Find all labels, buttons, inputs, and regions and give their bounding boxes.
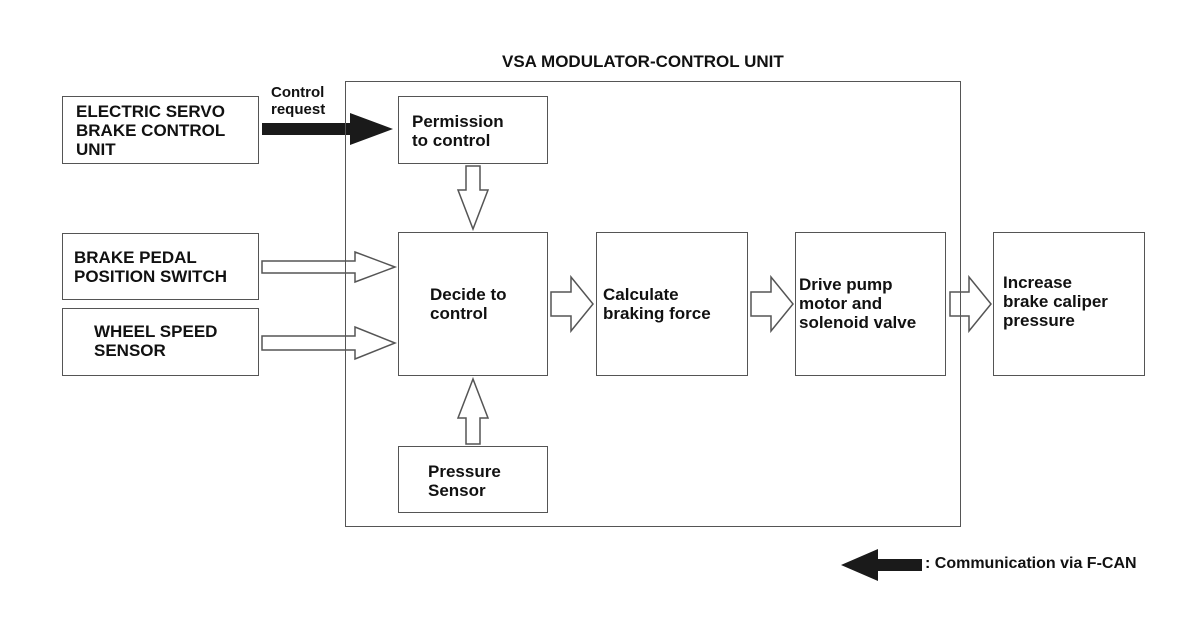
vsa-unit-title: VSA MODULATOR-CONTROL UNIT	[502, 52, 784, 71]
fcan-control-request-arrow	[262, 113, 393, 145]
drive-to-increase-arrow	[949, 274, 992, 334]
permission-to-decide-arrow	[456, 165, 490, 232]
calculate-to-drive-arrow	[750, 274, 794, 334]
drive-pump-motor-solenoid-valve-label: Drive pump motor and solenoid valve	[799, 275, 917, 332]
decide-to-control-box	[398, 232, 548, 376]
pressure-sensor-to-decide-arrow	[456, 376, 490, 445]
increase-brake-caliper-pressure-box	[993, 232, 1145, 376]
decide-to-calculate-arrow	[550, 274, 594, 334]
pressure-sensor-box	[398, 446, 548, 513]
calculate-braking-force-box	[596, 232, 748, 376]
wheel-speed-input-arrow	[261, 325, 398, 361]
calculate-braking-force-label: Calculate braking force	[603, 285, 711, 323]
wheel-speed-sensor-box	[62, 308, 259, 376]
vsa-modulator-control-unit-frame	[345, 81, 961, 527]
electric-servo-brake-control-unit-box	[62, 96, 259, 164]
permission-to-control-label: Permission to control	[412, 112, 504, 150]
decide-to-control-label: Decide to control	[430, 285, 507, 323]
legend-fcan-arrow	[841, 549, 922, 581]
brake-pedal-position-switch-box	[62, 233, 259, 300]
brake-pedal-position-switch-label: BRAKE PEDAL POSITION SWITCH	[74, 248, 227, 286]
legend-fcan-text: : Communication via F-CAN	[925, 555, 1137, 572]
electric-servo-brake-control-unit-label: ELECTRIC SERVO BRAKE CONTROL UNIT	[76, 102, 226, 159]
drive-pump-motor-solenoid-valve-box	[795, 232, 946, 376]
wheel-speed-sensor-label: WHEEL SPEED SENSOR	[94, 322, 218, 360]
control-request-label: Control request	[271, 84, 326, 118]
permission-to-control-box	[398, 96, 548, 164]
increase-brake-caliper-pressure-label: Increase brake caliper pressure	[1003, 273, 1108, 330]
brake-pedal-input-arrow	[261, 250, 398, 284]
pressure-sensor-label: Pressure Sensor	[428, 462, 501, 500]
